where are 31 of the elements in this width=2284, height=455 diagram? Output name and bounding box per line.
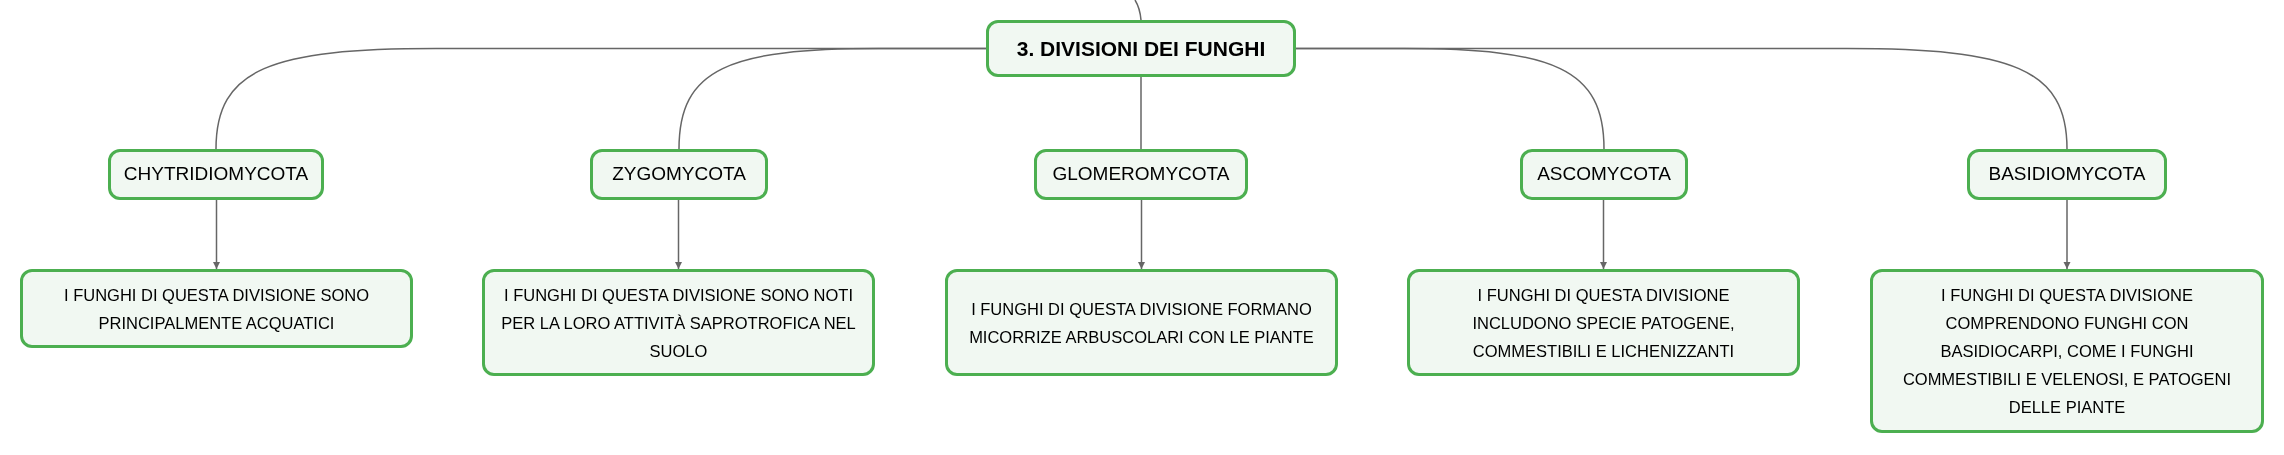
connector-line: [212, 199, 221, 270]
connector-line: [2063, 199, 2071, 270]
node-text: ZYGOMYCOTA: [612, 162, 746, 187]
node-text: BASIDIOMYCOTA: [1988, 162, 2146, 187]
subtopic-box: [108, 149, 324, 200]
subtopic-box: [1520, 149, 1688, 200]
node-text: I FUNGHI DI QUESTA DIVISIONE COMPRENDONO FUNGHI CON BASIDIOCARPI, COME I FUNGHI COMMESTIBILI E VELENOSI, E PATOGENI DELLE PIANTE: [1901, 285, 2233, 418]
description-box: [482, 269, 875, 376]
connector-line: [674, 199, 683, 270]
node-text: I FUNGHI DI QUESTA DIVISIONE SONO NOTI PER LA LORO ATTIVITÀ SAPROTROFICA NEL SUOLO: [501, 284, 856, 362]
topic-box: [986, 20, 1296, 77]
connector-line: [1137, 199, 1146, 270]
description-box: [20, 269, 413, 348]
connector-line: [1140, 76, 1142, 150]
connector-line: [678, 47, 987, 150]
node-text: 3. DIVISIONI DEI FUNGHI: [1016, 35, 1266, 62]
subtopic-box: [1967, 149, 2167, 200]
node-text: CHYTRIDIOMYCOTA: [123, 162, 309, 187]
connector-line: [1599, 199, 1608, 270]
description-box: [945, 269, 1338, 376]
description-box: [1870, 269, 2264, 433]
node-text: ASCOMYCOTA: [1537, 162, 1671, 187]
subtopic-box: [1034, 149, 1248, 200]
node-text: I FUNGHI DI QUESTA DIVISIONE INCLUDONO SPECIE PATOGENE, COMMESTIBILI E LICHENIZZANTI: [1471, 284, 1736, 362]
node-text: I FUNGHI DI QUESTA DIVISIONE SONO PRINCIPALMENTE ACQUATICI: [63, 284, 370, 334]
connector-line: [1134, 0, 1142, 21]
description-box: [1407, 269, 1800, 376]
connector-line: [1295, 47, 2068, 150]
node-text: I FUNGHI DI QUESTA DIVISIONE FORMANO MICORRIZE ARBUSCOLARI CON LE PIANTE: [968, 298, 1315, 348]
node-text: GLOMEROMYCOTA: [1052, 162, 1230, 187]
subtopic-box: [590, 149, 768, 200]
